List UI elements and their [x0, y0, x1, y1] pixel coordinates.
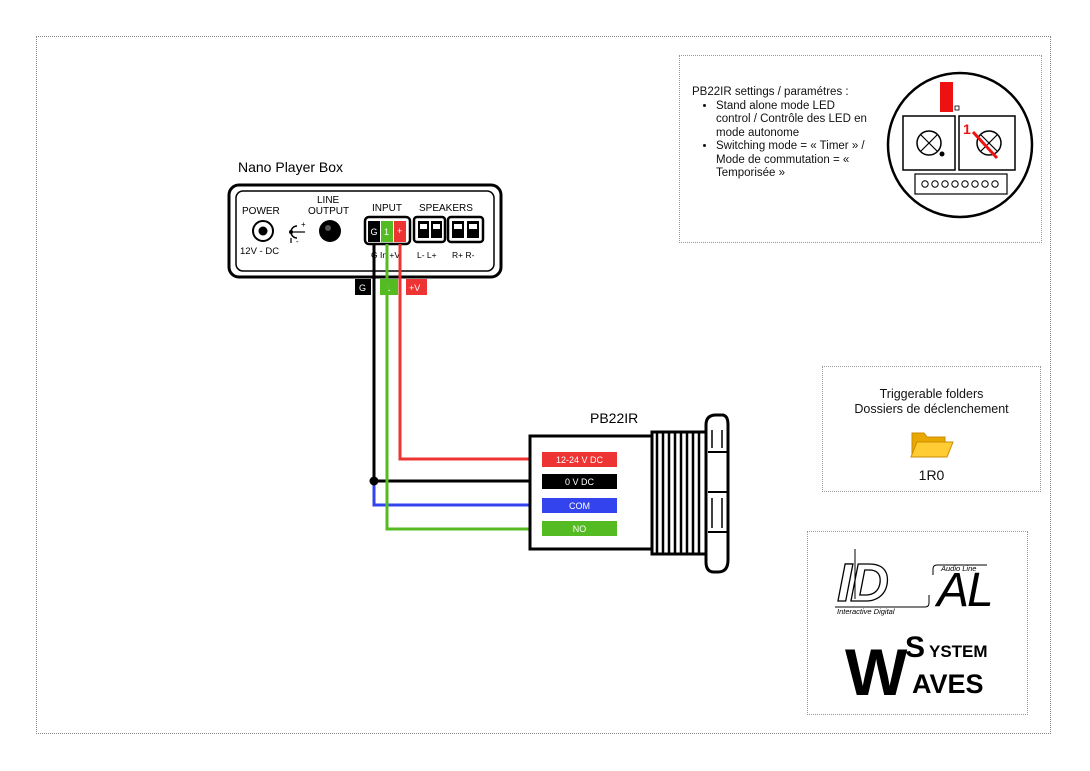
input-label: INPUT — [372, 203, 402, 214]
folder-icon — [909, 432, 954, 458]
settings-text: PB22IR settings / paramétres : Stand alo… — [692, 86, 872, 181]
svg-text:-: - — [296, 237, 299, 246]
dial-number: 1 — [963, 121, 971, 137]
waves-system-logo: W S YSTEM AVES — [845, 631, 988, 709]
player-box-inner — [235, 190, 495, 272]
terminal-plus-label: + — [397, 226, 402, 236]
brand-logos: ID AL Audio Line Interactive Digital W S… — [835, 549, 994, 709]
wire-no — [385, 244, 540, 531]
line-output-label-1: LINE — [317, 195, 340, 206]
ws-aves: AVES — [912, 669, 984, 699]
line-output-jack — [319, 220, 341, 242]
folder-name: 1R0 — [918, 467, 945, 483]
pb22ir-terminal-no — [542, 521, 617, 536]
speaker-left-sub: L- L+ — [417, 250, 437, 260]
pb22ir-terminal-0v-label: 0 V DC — [565, 477, 595, 487]
wire-junction — [369, 476, 379, 486]
svg-text:ID: ID — [837, 553, 888, 613]
ws-big-w: W — [845, 635, 908, 709]
ws-big-s: S — [905, 631, 925, 664]
pb22ir-title: PB22IR — [590, 410, 638, 426]
pb22ir-thread — [650, 430, 710, 556]
terminal-plus — [394, 221, 406, 242]
player-box-outer — [227, 183, 503, 279]
settings-heading: PB22IR settings / paramétres : — [692, 86, 849, 98]
wire-tag-plusv — [406, 279, 427, 295]
pb22ir-terminal-power — [542, 452, 617, 467]
polarity-icon: + - — [289, 220, 306, 246]
logos-box — [807, 531, 1028, 715]
folders-heading-1: Triggerable folders — [879, 387, 984, 401]
wire-tag-plusv-label: +V — [409, 283, 420, 293]
terminal-g — [368, 221, 380, 242]
settings-box — [679, 55, 1042, 243]
settings-item: Stand alone mode LED control / Contrôle … — [716, 100, 872, 141]
pb22ir-nut — [704, 413, 730, 574]
dip-switch-dial: 1 — [886, 71, 1034, 219]
terminal-1 — [381, 221, 393, 242]
power-jack-pin — [258, 226, 268, 236]
pot-left-icon — [916, 130, 945, 157]
speaker-right-sub: R+ R- — [452, 250, 475, 260]
line-output-label-2: OUTPUT — [308, 206, 349, 217]
speaker-left-connector — [412, 215, 447, 244]
power-spec: 12V - DC — [240, 246, 279, 257]
power-label: POWER — [242, 206, 280, 217]
line-output-jack-hl — [325, 225, 331, 231]
diagram-frame — [36, 36, 1051, 734]
dial-connector-strip — [914, 173, 1008, 195]
folders-heading-2: Dossiers de déclenchement — [854, 402, 1009, 416]
idal-tag-top: Audio Line — [940, 564, 976, 573]
pb22ir-terminal-com — [542, 498, 617, 513]
pb22ir-terminal-com-label: COM — [569, 501, 590, 511]
terminal-1-label: 1 — [384, 227, 389, 237]
wire-tag-1 — [380, 279, 398, 295]
terminal-g-label: G — [371, 227, 378, 237]
dial-marker — [954, 105, 960, 111]
speakers-label: SPEAKERS — [419, 203, 473, 214]
speaker-right-connector — [446, 215, 485, 244]
triggerable-folders-box: Triggerable folders Dossiers de déclench… — [822, 366, 1041, 492]
idal-logo: ID AL Audio Line Interactive Digital — [835, 549, 994, 617]
wire-tag-g-label: G — [359, 283, 366, 293]
wire-com — [372, 481, 540, 507]
ws-ystem: YSTEM — [929, 642, 988, 661]
idal-tag-bottom: Interactive Digital — [837, 607, 895, 616]
settings-item: Switching mode = « Timer » / Mode de com… — [716, 140, 872, 181]
svg-text:AL: AL — [934, 564, 992, 617]
svg-text:+: + — [301, 220, 306, 229]
pb22ir-terminal-no-label: NO — [573, 524, 587, 534]
settings-list: Stand alone mode LED control / Contrôle … — [692, 100, 872, 181]
player-title: Nano Player Box — [238, 159, 343, 175]
power-jack — [252, 220, 274, 242]
dial-red-switch — [940, 82, 953, 112]
pb22ir-terminal-0v — [542, 474, 617, 489]
wire-tag-g — [355, 279, 371, 295]
pot-right-icon: 1 — [963, 121, 1002, 160]
pb22ir-terminal-power-label: 12-24 V DC — [556, 455, 604, 465]
wire-power — [398, 244, 540, 461]
